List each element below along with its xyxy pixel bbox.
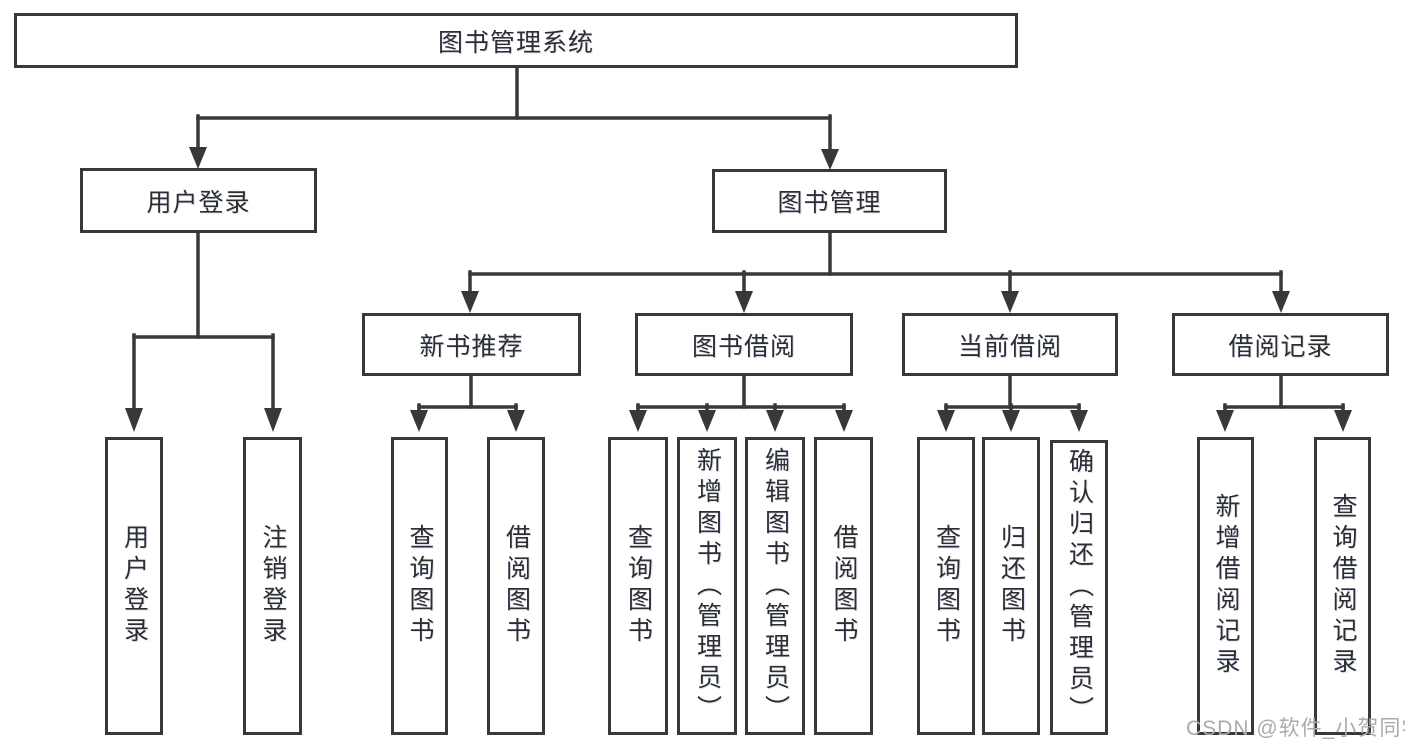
leaf-confirm-return-admin: 确认归还（管理员） bbox=[1050, 440, 1108, 735]
leaf-user-login: 用户登录 bbox=[105, 437, 163, 735]
leaf-add-books-admin: 新增图书（管理员） bbox=[677, 437, 737, 735]
node-book-management: 图书管理 bbox=[712, 169, 947, 233]
leaf-query-books-borrow: 查询图书 bbox=[608, 437, 668, 735]
leaf-query-books-recommend: 查询图书 bbox=[391, 437, 448, 735]
node-current-borrow: 当前借阅 bbox=[902, 313, 1118, 376]
leaf-logout: 注销登录 bbox=[243, 437, 302, 735]
arrowheads bbox=[125, 147, 1352, 432]
leaf-add-borrow-record: 新增借阅记录 bbox=[1197, 437, 1254, 735]
leaf-query-borrow-record: 查询借阅记录 bbox=[1314, 437, 1371, 735]
leaf-edit-books-admin: 编辑图书（管理员） bbox=[745, 437, 805, 735]
node-user-login: 用户登录 bbox=[80, 168, 317, 233]
leaf-return-books: 归还图书 bbox=[982, 437, 1040, 735]
watermark: CSDN @软件_小贺同学 bbox=[1186, 717, 1405, 740]
node-borrow-records: 借阅记录 bbox=[1172, 313, 1389, 376]
node-book-borrow: 图书借阅 bbox=[635, 313, 853, 376]
leaf-borrow-books: 借阅图书 bbox=[814, 437, 873, 735]
leaf-query-books-current: 查询图书 bbox=[917, 437, 975, 735]
node-new-book-recommend: 新书推荐 bbox=[362, 313, 581, 376]
node-library-system: 图书管理系统 bbox=[14, 13, 1018, 68]
leaf-borrow-books-recommend: 借阅图书 bbox=[487, 437, 545, 735]
